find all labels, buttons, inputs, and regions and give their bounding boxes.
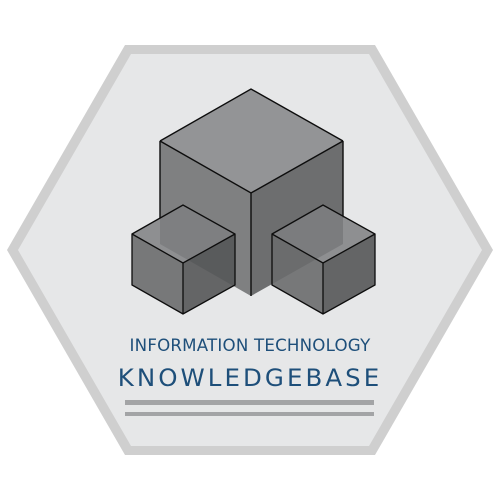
right-small-cube-icon — [271, 204, 376, 315]
logo-title-line2: KNOWLEDGEBASE — [117, 364, 383, 392]
divider-bar-bottom — [125, 412, 374, 416]
logo-title-line1: INFORMATION TECHNOLOGY — [129, 336, 371, 356]
divider-bar-top — [125, 400, 374, 405]
left-small-cube-icon — [131, 204, 236, 315]
